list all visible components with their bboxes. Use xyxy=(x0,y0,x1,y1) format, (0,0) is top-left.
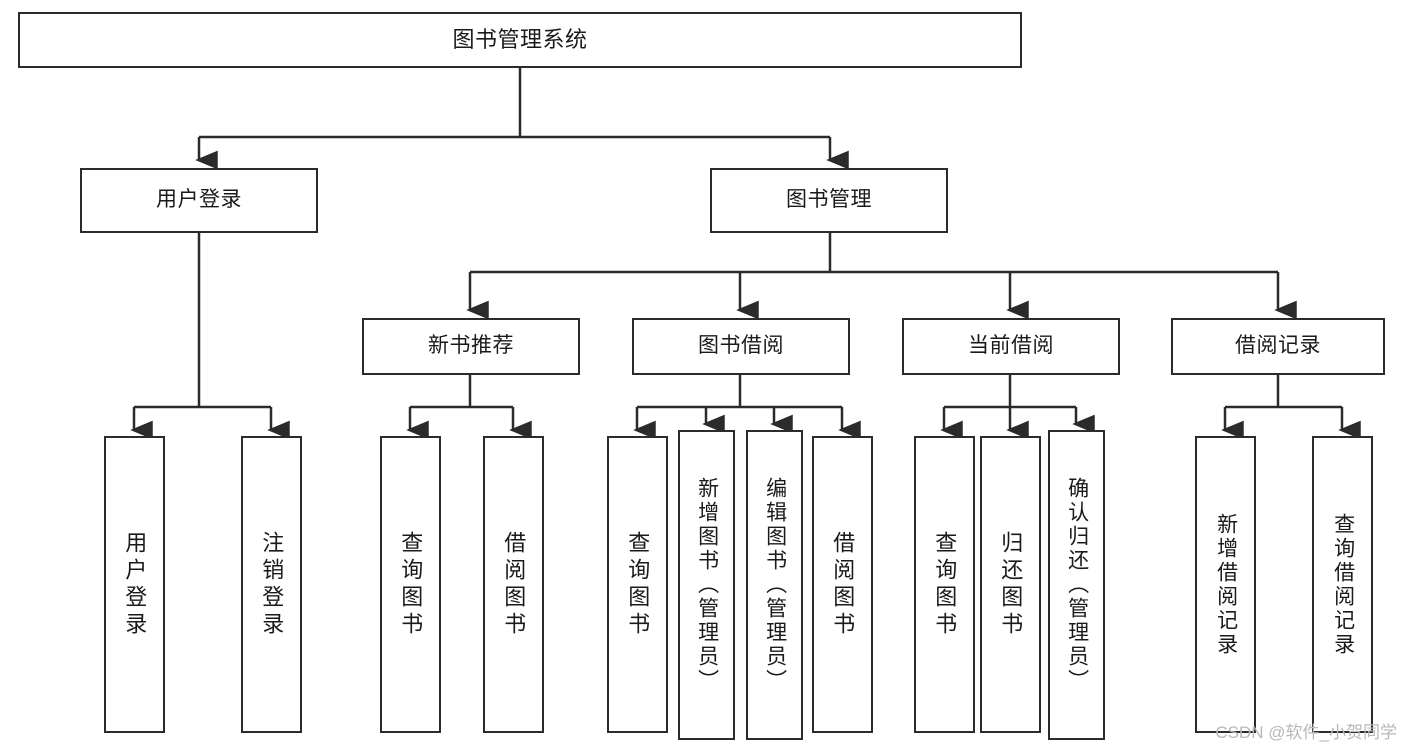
node-label: 新书推荐 xyxy=(428,334,514,358)
node-label: 新增图书（管理员） xyxy=(695,477,719,693)
node-label: 借阅图书 xyxy=(830,530,856,639)
node-label: 借阅记录 xyxy=(1235,334,1321,358)
node-label: 新增借阅记录 xyxy=(1214,512,1238,657)
node-label: 图书借阅 xyxy=(698,334,784,358)
leaf-recommend-query-book[interactable]: 查询图书 xyxy=(380,436,441,733)
node-label: 编辑图书（管理员） xyxy=(763,477,787,693)
csdn-watermark: CSDN @软件_小贺同学 xyxy=(1215,723,1397,742)
node-label: 查询借阅记录 xyxy=(1331,512,1355,657)
leaf-borrow-edit-book[interactable]: 编辑图书（管理员） xyxy=(746,430,803,740)
leaf-borrow-query-book[interactable]: 查询图书 xyxy=(607,436,668,733)
leaf-user-login-login[interactable]: 用户登录 xyxy=(104,436,165,733)
node-label: 用户登录 xyxy=(122,530,148,639)
node-current-borrow[interactable]: 当前借阅 xyxy=(902,318,1120,375)
node-new-book-recommend[interactable]: 新书推荐 xyxy=(362,318,580,375)
node-label: 借阅图书 xyxy=(501,530,527,639)
leaf-borrow-add-book[interactable]: 新增图书（管理员） xyxy=(678,430,735,740)
node-label: 图书管理系统 xyxy=(452,27,588,53)
node-label: 查询图书 xyxy=(932,530,958,639)
node-label: 确认归还（管理员） xyxy=(1065,477,1089,693)
leaf-current-confirm-return[interactable]: 确认归还（管理员） xyxy=(1048,430,1105,740)
node-label: 查询图书 xyxy=(398,530,424,639)
node-label: 用户登录 xyxy=(156,188,242,212)
node-borrow-record[interactable]: 借阅记录 xyxy=(1171,318,1385,375)
node-book-borrow[interactable]: 图书借阅 xyxy=(632,318,850,375)
leaf-recommend-borrow-book[interactable]: 借阅图书 xyxy=(483,436,544,733)
leaf-user-login-logout[interactable]: 注销登录 xyxy=(241,436,302,733)
leaf-borrow-borrow-book[interactable]: 借阅图书 xyxy=(812,436,873,733)
leaf-current-query-book[interactable]: 查询图书 xyxy=(914,436,975,733)
node-root-system[interactable]: 图书管理系统 xyxy=(18,12,1022,68)
node-label: 当前借阅 xyxy=(968,334,1054,358)
leaf-record-query-record[interactable]: 查询借阅记录 xyxy=(1312,436,1373,733)
node-label: 图书管理 xyxy=(786,188,872,212)
node-user-login[interactable]: 用户登录 xyxy=(80,168,318,233)
node-label: 查询图书 xyxy=(625,530,651,639)
node-label: 归还图书 xyxy=(998,530,1024,639)
leaf-record-add-record[interactable]: 新增借阅记录 xyxy=(1195,436,1256,733)
node-book-management[interactable]: 图书管理 xyxy=(710,168,948,233)
node-label: 注销登录 xyxy=(259,530,285,639)
leaf-current-return-book[interactable]: 归还图书 xyxy=(980,436,1041,733)
